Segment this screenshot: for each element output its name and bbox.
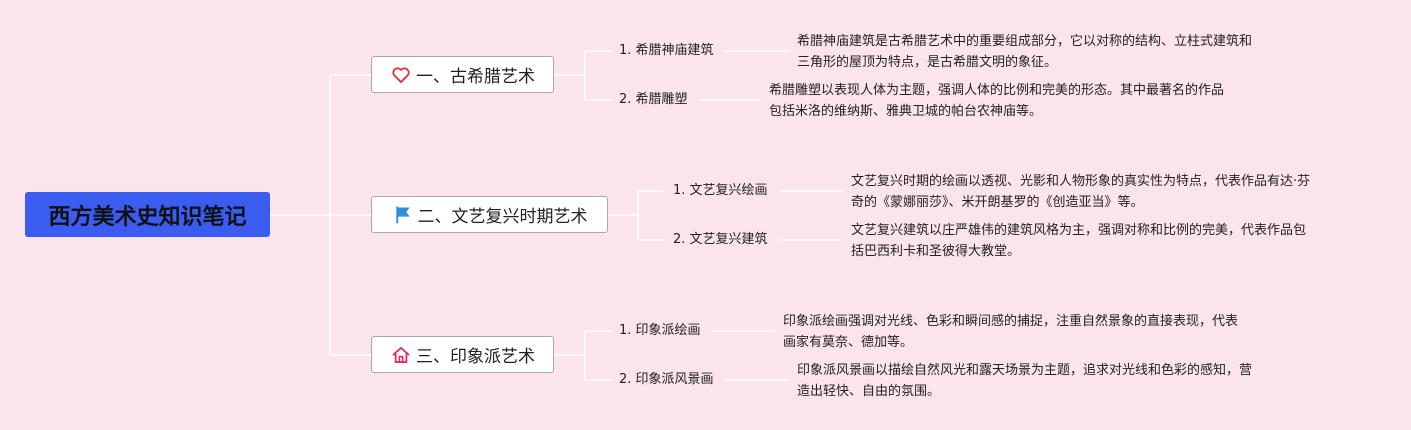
heart-icon [390,64,412,86]
root-node[interactable]: 西方美术史知识笔记 [25,192,270,237]
leaf-impressionist-painting[interactable]: 1. 印象派绘画 [619,323,701,338]
desc-greek-temple-architecture: 希腊神庙建筑是古希腊艺术中的重要组成部分，它以对称的结构、立柱式建筑和 三角形的… [797,34,1253,70]
leaf-renaissance-architecture[interactable]: 2. 文艺复兴建筑 [673,232,768,247]
desc-impressionist-painting: 印象派绘画强调对光线、色彩和瞬间感的捕捉，注重自然景象的直接表现，代表 画家有莫… [783,314,1239,350]
house-icon [390,344,412,366]
leaf-renaissance-painting[interactable]: 1. 文艺复兴绘画 [673,183,768,198]
branch-ancient-greek-art[interactable]: 一、古希腊艺术 [371,56,554,93]
branch-label: 三、印象派艺术 [416,347,535,367]
desc-renaissance-architecture: 文艺复兴建筑以庄严雄伟的建筑风格为主，强调对称和比例的完美，代表作品包 括巴西利… [851,223,1307,259]
leaf-greek-temple-architecture[interactable]: 1. 希腊神庙建筑 [619,43,714,58]
root-title: 西方美术史知识笔记 [48,204,247,230]
branch-impressionist-art[interactable]: 三、印象派艺术 [371,336,554,373]
branch-label: 一、古希腊艺术 [416,67,535,87]
flag-icon [392,204,414,226]
branch-renaissance-art[interactable]: 二、文艺复兴时期艺术 [371,196,608,233]
desc-renaissance-painting: 文艺复兴时期的绘画以透视、光影和人物形象的真实性为特点，代表作品有达·芬 奇的《… [851,174,1311,210]
branch-label: 二、文艺复兴时期艺术 [417,207,588,227]
desc-greek-sculpture: 希腊雕塑以表现人体为主题，强调人体的比例和完美的形态。其中最著名的作品 包括米洛… [769,83,1225,119]
desc-impressionist-landscape: 印象派风景画以描绘自然风光和露天场景为主题，追求对光线和色彩的感知，营 造出轻快… [797,363,1253,399]
leaf-greek-sculpture[interactable]: 2. 希腊雕塑 [619,92,688,107]
leaf-impressionist-landscape[interactable]: 2. 印象派风景画 [619,372,714,387]
